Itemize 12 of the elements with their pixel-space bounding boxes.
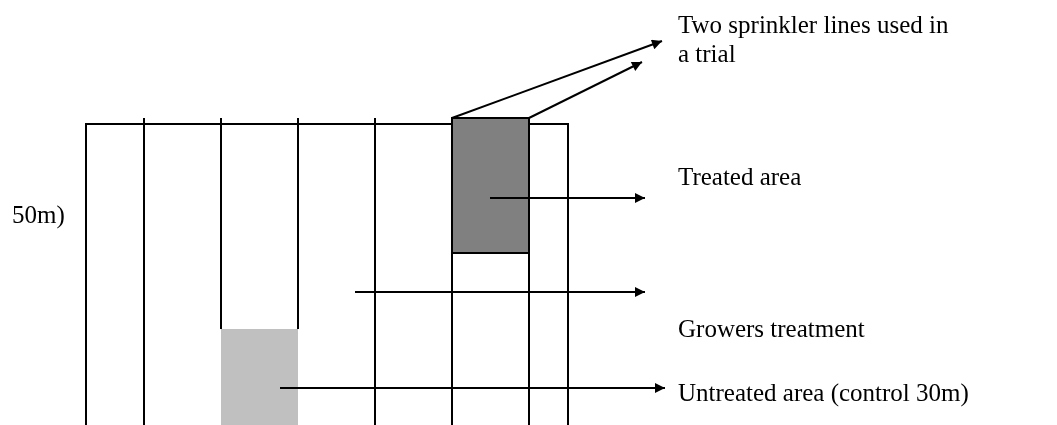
leader-arrow: [489, 193, 646, 203]
callout-text: Untreated area (control 30m): [678, 378, 969, 407]
control-plot: [221, 329, 298, 425]
leader-arrow: [451, 39, 663, 119]
dimension-label: 50m): [12, 200, 65, 229]
leader-arrow: [528, 61, 643, 119]
callout-text: Growers treatment: [678, 314, 865, 343]
callout-text: Treated area: [678, 162, 802, 191]
leader-arrow: [279, 383, 666, 393]
treated-plot: [451, 117, 530, 254]
leader-arrow: [354, 287, 646, 297]
callout-text: Two sprinkler lines used in a trial: [678, 10, 958, 68]
